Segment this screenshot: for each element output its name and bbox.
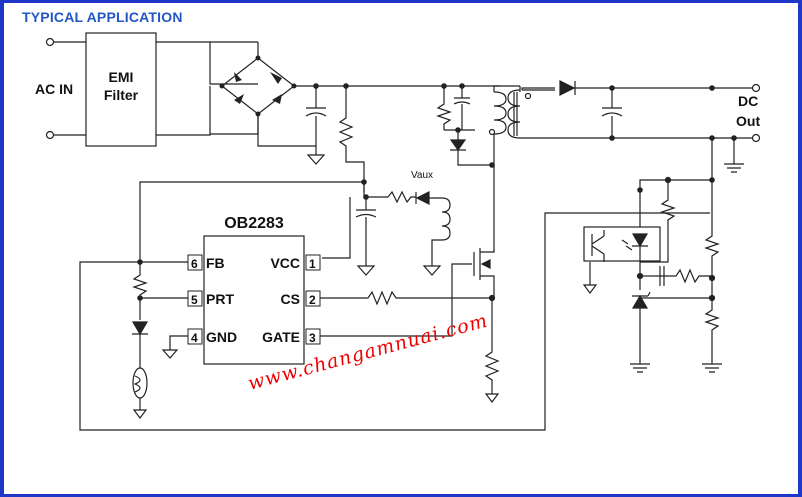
pin-5-number: 5 bbox=[191, 293, 198, 307]
emi-filter-label-line2: Filter bbox=[104, 87, 139, 103]
pin-4-name: GND bbox=[206, 329, 237, 345]
vaux-label: Vaux bbox=[411, 170, 433, 181]
emi-filter-label-line1: EMI bbox=[109, 69, 134, 85]
page-title: TYPICAL APPLICATION bbox=[22, 9, 183, 25]
pin-2-number: 2 bbox=[309, 293, 316, 307]
mosfet-circuit bbox=[320, 248, 500, 403]
ac-input-terminals bbox=[45, 37, 86, 140]
emi-filter-box bbox=[85, 32, 157, 147]
pin-3-name: GATE bbox=[262, 329, 300, 345]
output-rectifier bbox=[559, 80, 761, 173]
dc-out-label-line1: DC bbox=[738, 93, 758, 109]
ic-part-number: OB2283 bbox=[224, 215, 284, 232]
feedback-network bbox=[582, 138, 722, 373]
aux-winding-circuit bbox=[139, 179, 451, 276]
dc-out-label-line2: Out bbox=[736, 113, 760, 129]
flyback-transformer bbox=[488, 85, 712, 252]
pin-6-name: FB bbox=[206, 255, 225, 271]
pin-4-number: 4 bbox=[191, 331, 198, 345]
pin-1-number: 1 bbox=[309, 257, 316, 271]
ac-in-label: AC IN bbox=[35, 81, 73, 97]
pin-2-name: CS bbox=[281, 291, 300, 307]
pin-6-number: 6 bbox=[191, 257, 198, 271]
controller-ic bbox=[203, 235, 305, 365]
pin-3-number: 3 bbox=[309, 331, 316, 345]
bridge-rectifier bbox=[156, 41, 297, 136]
rcd-snubber bbox=[436, 83, 492, 166]
bulk-rail bbox=[257, 83, 520, 192]
pin-1-name: VCC bbox=[270, 255, 300, 271]
pin-5-name: PRT bbox=[206, 291, 234, 307]
ic-left-wiring bbox=[79, 212, 710, 431]
